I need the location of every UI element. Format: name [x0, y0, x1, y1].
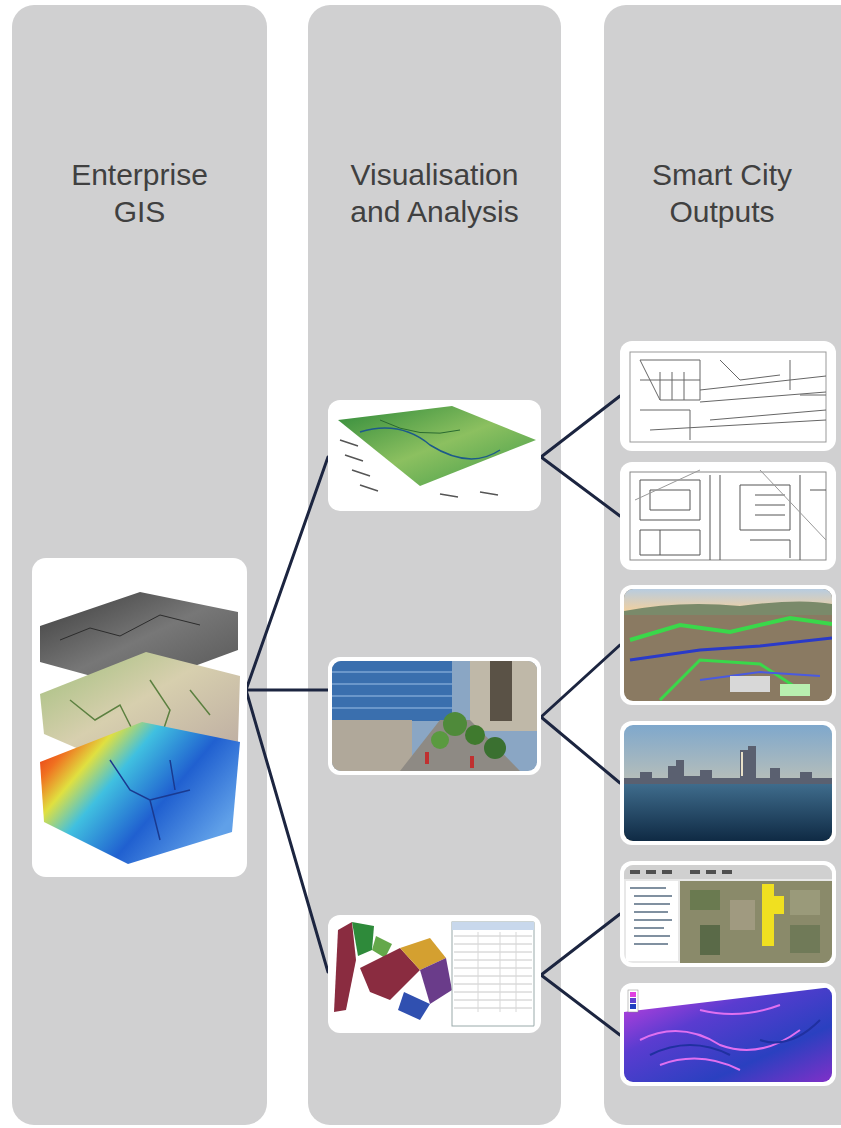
- column-heading: Smart City Outputs: [627, 156, 817, 230]
- tree-lines: [246, 396, 620, 1035]
- street-photo: [328, 657, 541, 775]
- plan-sketch: [620, 341, 836, 451]
- aerial-3d-image: [620, 585, 836, 705]
- waterfront-image: [620, 721, 836, 845]
- raster-image: [620, 983, 836, 1086]
- terrain-image: [328, 400, 541, 511]
- column-heading: Visualisation and Analysis: [340, 156, 530, 230]
- column-heading: Enterprise GIS: [45, 156, 235, 230]
- software-screenshot: [620, 861, 836, 967]
- parcel-map-image: [328, 915, 541, 1033]
- site-sketch: [620, 462, 836, 570]
- layer-stack-image: [32, 558, 247, 877]
